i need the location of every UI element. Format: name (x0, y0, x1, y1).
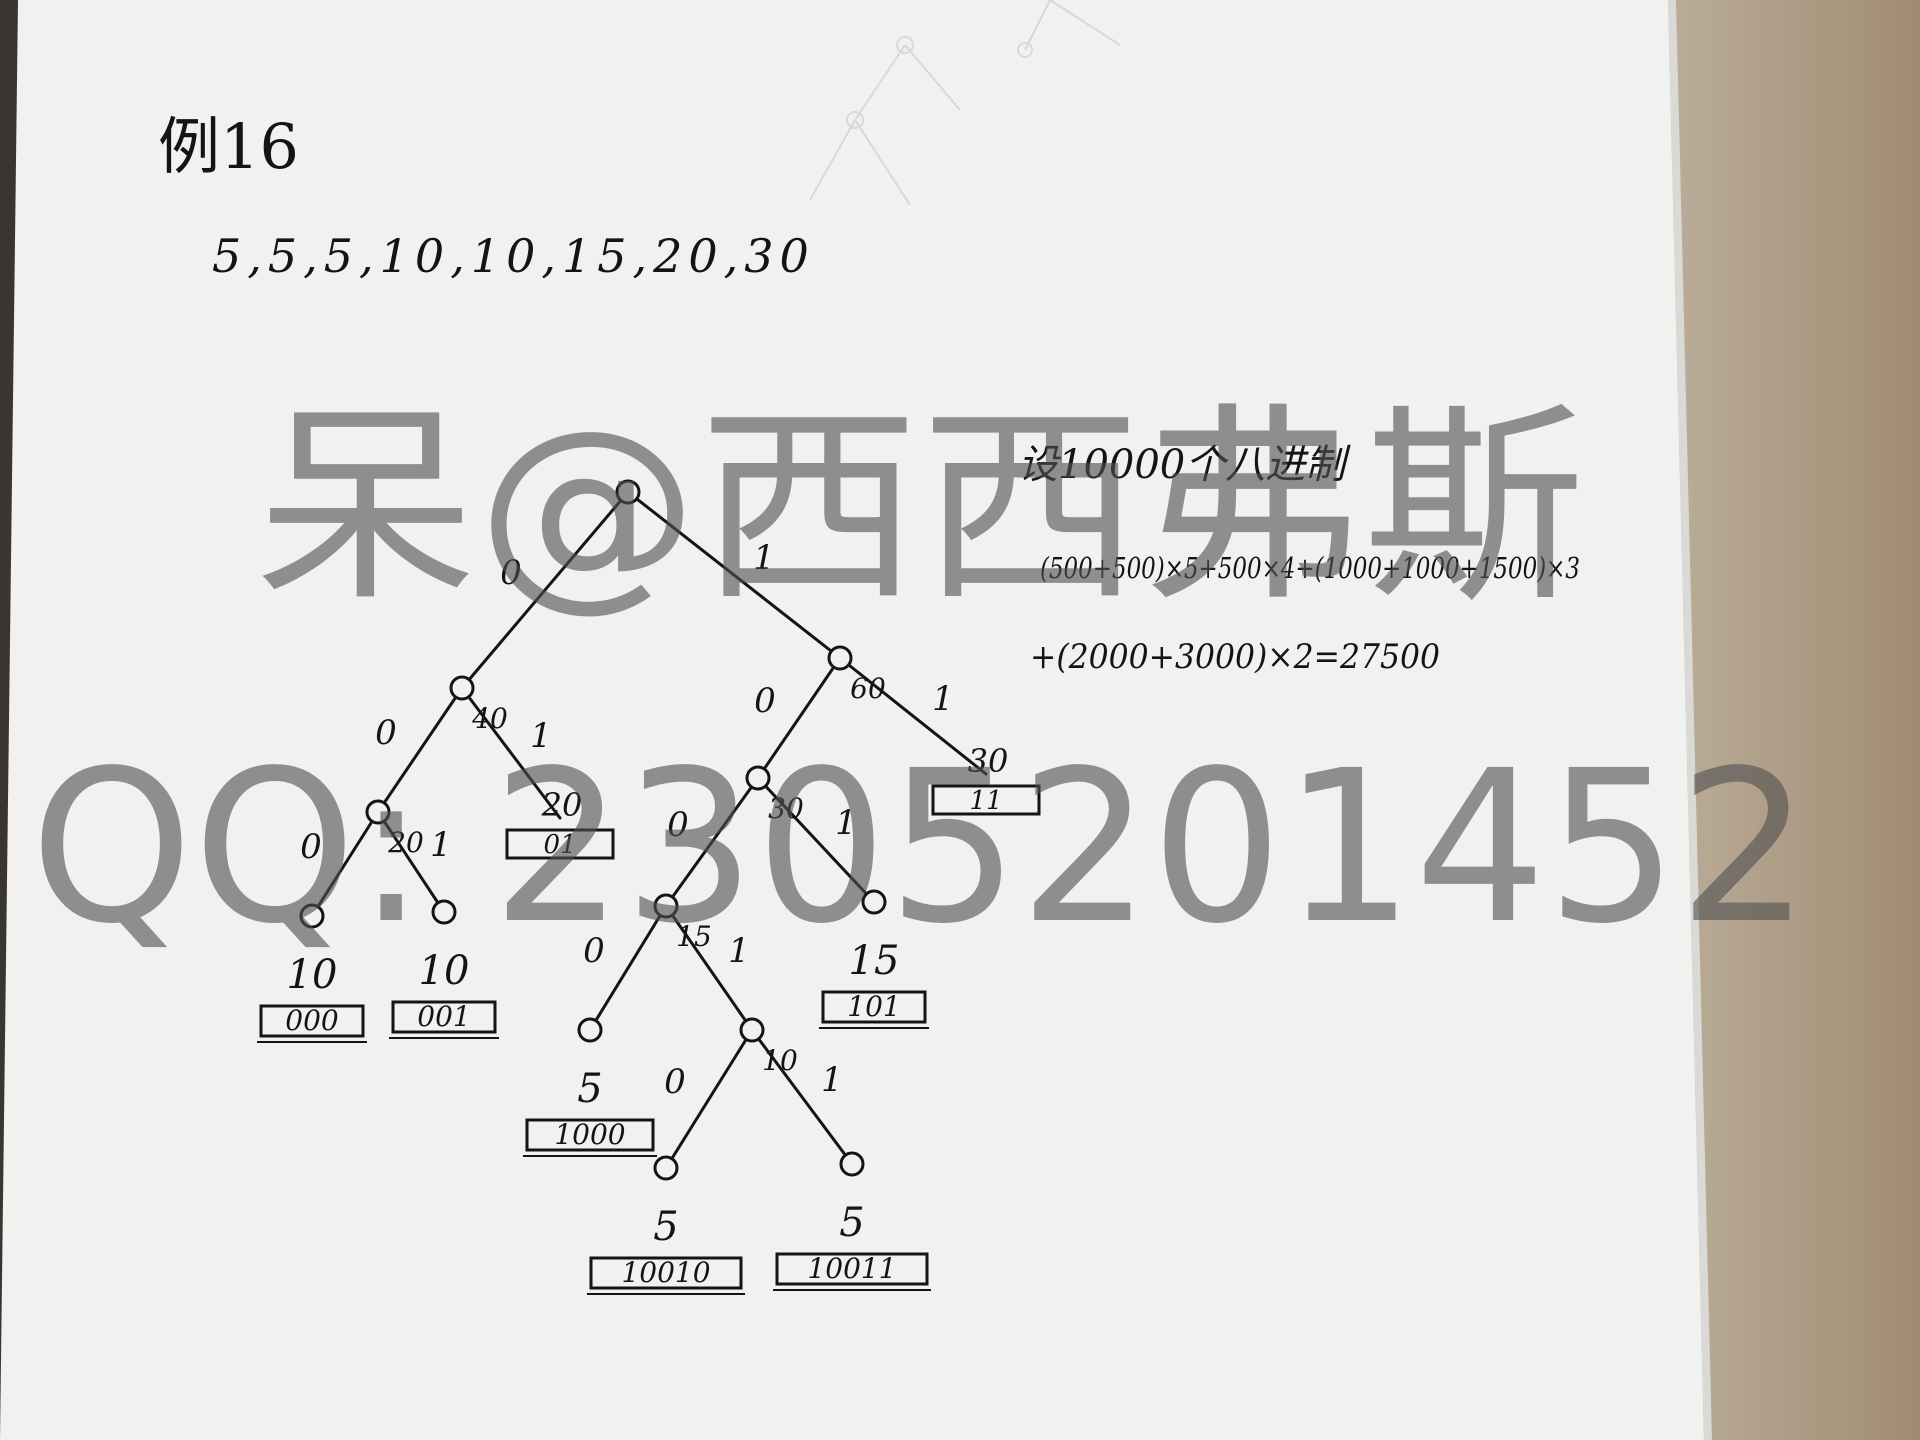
edge-bit-label: 1 (530, 716, 552, 756)
watermark-line-2: QQ: 2305201452 (30, 725, 1810, 970)
node-n15 (653, 893, 679, 919)
edge-bit-label: 0 (375, 713, 397, 753)
leaf-weight-label: 10 (419, 948, 470, 994)
leaf-code-label: 10011 (807, 1252, 896, 1285)
node-weight-label: 60 (850, 672, 886, 705)
watermark-line-1: 呆@西西弗斯 (255, 385, 1585, 630)
leaf-node-leaf5a (577, 1017, 603, 1043)
edge-n30-n15 (664, 776, 760, 908)
leaf-node-leaf5b (653, 1155, 679, 1181)
edge-bit-label: 0 (583, 931, 605, 971)
leaf-code-label: 1000 (554, 1118, 625, 1151)
leaf-code-label: 000 (285, 1004, 338, 1037)
leaf-code-box (821, 990, 927, 1024)
edge-n10-leaf5b (664, 1028, 754, 1170)
node-n10 (739, 1017, 765, 1043)
node-weight-label: 30 (768, 792, 804, 825)
edge-bit-label: 0 (500, 553, 522, 593)
node-weight-label: 40 (471, 702, 508, 735)
edge-root-n40 (460, 490, 630, 690)
node-weight-label: 20 (387, 826, 424, 859)
paper-sheet (0, 0, 1704, 1440)
frequency-list: 5,5,5,10,10,15,20,30 (212, 229, 815, 283)
edge-n30-leaf15 (756, 776, 876, 904)
edge-root-n60 (626, 490, 842, 660)
edge-bit-label: 1 (932, 679, 954, 719)
leaf-code-box (525, 1118, 655, 1152)
edge-n60-leaf30 (838, 656, 988, 776)
edge-n15-leaf5a (588, 904, 668, 1032)
node-n60 (827, 645, 853, 671)
edge-bit-label: 0 (754, 681, 776, 721)
edge-n15-n10 (664, 904, 754, 1032)
edge-n40-leaf20 (460, 686, 562, 820)
leaf-code-box (931, 784, 1041, 816)
edge-bit-label: 1 (821, 1060, 843, 1100)
edge-n20-leaf10b (376, 810, 446, 914)
leaf-weight-label: 5 (577, 1066, 602, 1112)
leaf-node-leaf10b (431, 899, 457, 925)
formula-line-1: (500+500)×5+500×4+(1000+1000+1500)×3 (1040, 551, 1580, 585)
edge-bit-label: 0 (300, 827, 322, 867)
tree-edges (310, 490, 988, 1170)
node-n40 (449, 675, 475, 701)
leaf-code-box (775, 1252, 929, 1286)
leaf-weight-label: 5 (839, 1200, 864, 1246)
leaf-code-label: 101 (847, 990, 900, 1023)
edge-bit-label: 1 (430, 825, 452, 865)
node-n20 (365, 799, 391, 825)
leaf-node-leaf5c (839, 1151, 865, 1177)
octal-note: 设10000个八进制 (1018, 442, 1351, 488)
edge-bit-label: 1 (728, 931, 750, 971)
node-n30 (745, 765, 771, 791)
tree-nodes (299, 479, 887, 1181)
leaf-code-label: 001 (417, 1000, 470, 1033)
leaf-code-box (391, 1000, 497, 1034)
node-root (615, 479, 641, 505)
edge-n40-n20 (376, 686, 464, 814)
edge-bit-label: 0 (667, 805, 689, 845)
leaf-code-label: 01 (543, 830, 576, 860)
leaf-weight-label: 10 (287, 952, 338, 998)
leaf-code-box (505, 828, 615, 860)
leaf-node-leaf15 (861, 889, 887, 915)
leaf-code-box (589, 1256, 743, 1290)
edge-n60-n30 (756, 656, 842, 780)
leaf-node-leaf10a (299, 903, 325, 929)
leaf-code-label: 11 (969, 786, 1002, 816)
leaf-code-label: 10010 (621, 1256, 710, 1289)
edge-bit-label: 1 (753, 538, 775, 578)
leaf-weight-label: 15 (849, 938, 900, 984)
edge-n20-leaf10a (310, 810, 380, 918)
show-through-sketch (809, 0, 1121, 206)
edge-n10-leaf5c (750, 1028, 854, 1166)
node-weight-label: 10 (762, 1044, 798, 1077)
leaf-code-box (259, 1004, 365, 1038)
edge-bit-label: 1 (835, 803, 857, 843)
leaf-weight-label: 20 (541, 786, 583, 824)
edge-bit-label: 0 (664, 1062, 686, 1102)
leaf-weight-label: 30 (968, 742, 1009, 780)
leaf-weight-label: 5 (653, 1204, 678, 1250)
node-weight-label: 15 (676, 920, 712, 953)
paper-shadow-edge (1668, 0, 1712, 1440)
example-title: 例16 (158, 110, 299, 183)
formula-line-2: +(2000+3000)×2=27500 (1030, 637, 1440, 677)
